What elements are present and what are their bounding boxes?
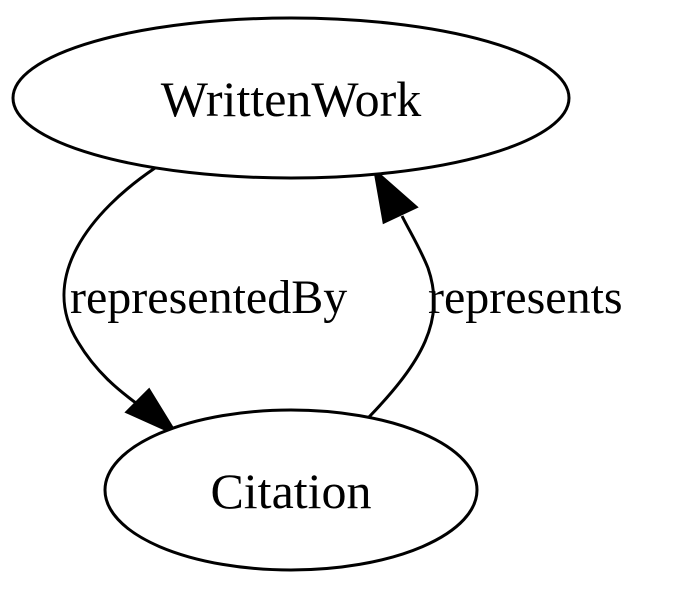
edge-represents [367, 167, 436, 419]
edge-representedby [62, 166, 180, 438]
edge-representedby-line [62, 166, 156, 408]
edge-represents-line [367, 215, 436, 419]
edge-representedby-arrowhead [124, 387, 180, 438]
edge-represents-arrowhead [372, 167, 419, 225]
node-writtenwork: WrittenWork [11, 16, 571, 180]
node-citation: Citation [103, 408, 479, 572]
edge-representedby-label: representedBy [70, 271, 347, 324]
node-citation-label: Citation [210, 463, 371, 519]
edge-represents-label: represents [428, 271, 623, 324]
node-citation-shape [103, 408, 479, 572]
node-writtenwork-shape [11, 16, 571, 180]
node-writtenwork-label: WrittenWork [161, 71, 422, 127]
